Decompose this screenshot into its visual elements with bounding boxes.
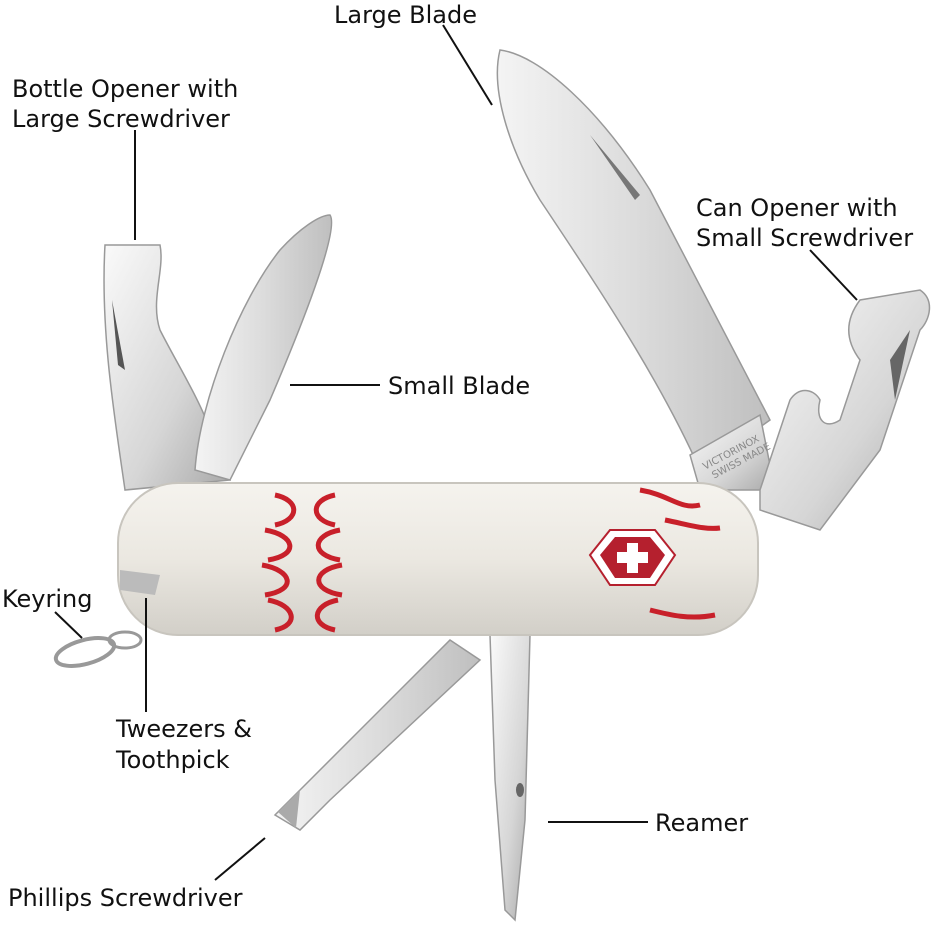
label-phillips-screwdriver: Phillips Screwdriver bbox=[8, 884, 243, 912]
tweezers bbox=[120, 570, 160, 595]
label-tweezers-line1: Tweezers & bbox=[115, 715, 252, 743]
leader-lines bbox=[54, 24, 858, 881]
small-blade bbox=[194, 214, 333, 481]
label-bottle-opener-line1: Bottle Opener with bbox=[12, 75, 238, 103]
bottle-opener bbox=[103, 244, 232, 491]
knife-handle bbox=[117, 482, 759, 636]
baseball-stitching bbox=[261, 487, 721, 633]
label-tweezers-line2: Toothpick bbox=[115, 746, 230, 774]
label-small-blade: Small Blade bbox=[388, 372, 530, 400]
can-opener bbox=[759, 289, 931, 531]
label-keyring: Keyring bbox=[2, 585, 93, 613]
victorinox-logo bbox=[588, 529, 677, 586]
large-blade: VICTORINOXSWISS MADE bbox=[496, 49, 776, 491]
label-large-blade: Large Blade bbox=[334, 1, 477, 29]
label-bottle-opener-line2: Large Screwdriver bbox=[12, 105, 230, 133]
label-can-opener-line1: Can Opener with bbox=[696, 194, 898, 222]
keyring bbox=[53, 630, 143, 668]
label-reamer: Reamer bbox=[655, 809, 748, 837]
reamer bbox=[489, 634, 531, 922]
label-can-opener-line2: Small Screwdriver bbox=[696, 224, 913, 252]
phillips-screwdriver bbox=[273, 639, 482, 831]
